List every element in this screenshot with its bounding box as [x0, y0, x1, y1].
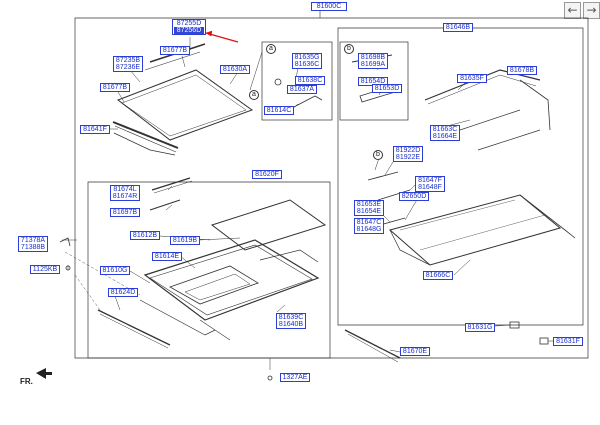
part-number-81922D: 81922D — [395, 147, 421, 154]
part-label-81624D[interactable]: 81624D — [108, 288, 138, 297]
back-button[interactable]: ← — [564, 2, 581, 19]
glass-panel — [116, 69, 254, 141]
part-number-81922E: 81922E — [395, 154, 421, 161]
orientation-label: FR. — [20, 377, 33, 386]
part-number-81635G: 81635G — [294, 54, 320, 61]
main-assembly-frame — [74, 17, 589, 359]
sunshade-panel — [210, 199, 327, 251]
part-number-87255D: 87255D — [176, 20, 202, 27]
part-number-71388B: 71388B — [20, 244, 46, 251]
part-label-81647C-81648G[interactable]: 81647C 81648G — [354, 218, 384, 234]
front-arrow-icon — [36, 368, 52, 379]
part-label-81698B-81699A[interactable]: 81698B 81699A — [358, 53, 388, 69]
part-number-81654E: 81654E — [356, 208, 382, 215]
part-label-81922D-81922E[interactable]: 81922D 81922E — [393, 146, 423, 162]
bottom-rail — [344, 329, 401, 359]
lower-trim-strip — [97, 309, 171, 346]
part-label-1327AE[interactable]: 1327AE — [280, 373, 310, 382]
part-label-81610G[interactable]: 81610G — [100, 266, 130, 275]
callout-b-marker: b — [344, 44, 354, 54]
arrow-left-icon: ← — [567, 3, 578, 17]
deflector-strip — [112, 121, 179, 149]
part-number-81648F: 81648F — [418, 184, 442, 191]
part-number-81640B: 81640B — [278, 321, 304, 328]
part-number-81698B: 81698B — [360, 54, 386, 61]
guide-rail — [424, 69, 541, 101]
part-label-81670E[interactable]: 81670E — [400, 347, 430, 356]
part-number-81648G: 81648G — [356, 226, 382, 233]
part-label-81647F-81648F[interactable]: 81647F 81648F — [415, 176, 445, 192]
part-label-81631G[interactable]: 81631G — [465, 323, 495, 332]
part-number-87235B: 87235B — [115, 57, 141, 64]
frame-assembly — [143, 239, 320, 321]
side-rail — [151, 177, 191, 191]
part-label-81653D[interactable]: 81653D — [372, 84, 402, 93]
part-label-81637A[interactable]: 81637A — [287, 85, 317, 94]
part-number-81636C: 81636C — [294, 61, 320, 68]
part-number-81653E: 81653E — [356, 201, 382, 208]
part-number-81674R: 81674R — [112, 193, 138, 200]
part-label-81600C[interactable]: 81600C — [311, 2, 347, 11]
part-label-81677B[interactable]: 81677B — [160, 46, 190, 55]
part-label-82650D[interactable]: 82650D — [399, 192, 429, 201]
part-label-1125KB[interactable]: 1125KB — [30, 265, 60, 274]
part-number-81647C: 81647C — [356, 219, 382, 226]
part-label-71378A-71388B[interactable]: 71378A 71388B — [18, 236, 48, 252]
detail-box-b — [339, 41, 409, 121]
part-label-81635F[interactable]: 81635F — [457, 74, 487, 83]
part-number-81663C: 81663C — [432, 126, 458, 133]
part-label-81677B-left[interactable]: 81677B — [100, 83, 130, 92]
part-number-81664E: 81664E — [432, 133, 458, 140]
part-label-81697B[interactable]: 81697B — [110, 208, 140, 217]
part-label-81653E-81654E[interactable]: 81653E 81654E — [354, 200, 384, 216]
part-label-87235B-87236E[interactable]: 87235B 87236E — [113, 56, 143, 72]
part-label-81614C[interactable]: 81614C — [264, 106, 294, 115]
callout-a-marker: a — [266, 44, 276, 54]
part-label-87255D-87256D[interactable]: 87255D 87256D — [172, 19, 206, 35]
part-label-81630A[interactable]: 81630A — [220, 65, 250, 74]
detail-box-a — [261, 41, 333, 121]
arrow-right-icon: → — [586, 3, 597, 17]
part-label-81674L-81674R[interactable]: 81674L 81674R — [110, 185, 140, 201]
part-label-81639C-81640B[interactable]: 81639C 81640B — [276, 313, 306, 329]
part-label-81678B[interactable]: 81678B — [507, 66, 537, 75]
part-number-87236E: 87236E — [115, 64, 141, 71]
part-number-87256D-selected: 87256D — [174, 27, 204, 34]
sunroof-frame-box — [87, 181, 331, 359]
part-label-81635G-81636C[interactable]: 81635G 81636C — [292, 53, 322, 69]
part-label-81638C[interactable]: 81638C — [295, 76, 325, 85]
part-label-81612B[interactable]: 81612B — [130, 231, 160, 240]
part-number-71378A: 71378A — [20, 237, 46, 244]
part-number-81699A: 81699A — [360, 61, 386, 68]
part-label-81614E[interactable]: 81614E — [152, 252, 182, 261]
part-label-81641F[interactable]: 81641F — [80, 125, 110, 134]
part-number-81639C: 81639C — [278, 314, 304, 321]
callout-a-pointer: a — [249, 90, 259, 100]
roller-blind — [388, 194, 562, 266]
sunroof-mechanism-box — [337, 27, 584, 326]
part-label-81619B[interactable]: 81619B — [170, 236, 200, 245]
part-label-81620F[interactable]: 81620F — [252, 170, 282, 179]
part-label-81666C[interactable]: 81666C — [423, 271, 453, 280]
part-number-81674L: 81674L — [113, 186, 137, 193]
callout-b-pointer: b — [373, 150, 383, 160]
part-label-81631F[interactable]: 81631F — [553, 337, 583, 346]
part-number-81647F: 81647F — [418, 177, 442, 184]
part-label-81663C-81664E[interactable]: 81663C 81664E — [430, 125, 460, 141]
part-label-81646B[interactable]: 81646B — [443, 23, 473, 32]
